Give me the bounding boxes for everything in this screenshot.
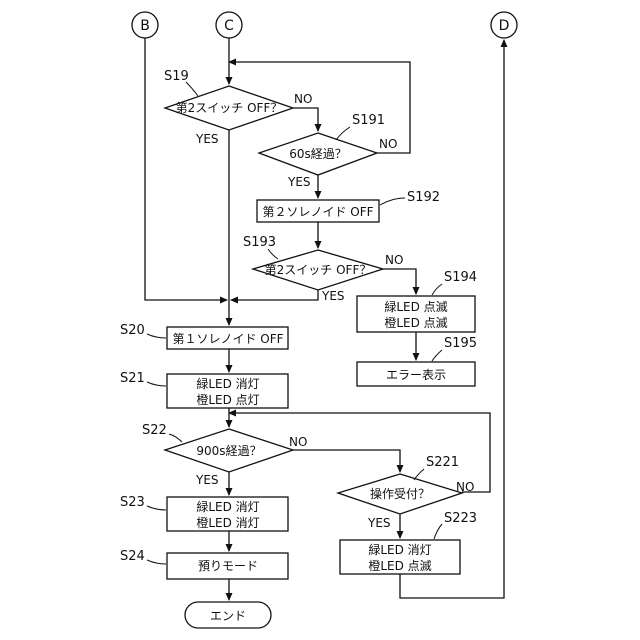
process-s194-line1: 緑LED 点滅	[384, 299, 447, 314]
step-id-s21: S21	[120, 371, 145, 386]
process-s20-text: 第１ソレノイド OFF	[172, 332, 283, 346]
label-s191-no: NO	[379, 137, 397, 151]
leader-s21	[147, 382, 166, 386]
decision-s19-text: 第2スイッチ OFF？	[176, 101, 283, 115]
step-id-s194: S194	[444, 270, 477, 285]
leader-s24	[147, 560, 166, 564]
step-id-s195: S195	[444, 336, 477, 351]
leader-s19	[186, 82, 198, 96]
decision-s221: 操作受付？	[338, 474, 462, 514]
step-id-s193: S193	[243, 235, 276, 250]
process-s20: 第１ソレノイド OFF	[167, 327, 288, 349]
label-s22-no: NO	[289, 435, 307, 449]
process-s195-text: エラー表示	[386, 368, 446, 382]
process-s21: 緑LED 消灯 橙LED 点灯	[167, 374, 288, 408]
connector-b-label: B	[140, 18, 150, 34]
decision-s19: 第2スイッチ OFF？	[165, 86, 293, 130]
leader-s195	[432, 350, 442, 361]
step-id-s19: S19	[164, 69, 189, 84]
connector-b: B	[132, 12, 158, 38]
step-id-s221: S221	[426, 455, 459, 470]
process-s223-line1: 緑LED 消灯	[368, 542, 431, 557]
process-s223-line2: 橙LED 点滅	[368, 558, 431, 573]
leader-s23	[147, 506, 166, 510]
label-s193-yes: YES	[321, 289, 345, 303]
process-s195: エラー表示	[357, 362, 475, 386]
process-s23: 緑LED 消灯 橙LED 消灯	[167, 497, 288, 531]
terminator-end: エンド	[185, 602, 271, 628]
flow-s19-no	[293, 108, 318, 131]
connector-d-label: D	[499, 18, 510, 34]
decision-s191: 60s経過？	[259, 133, 377, 175]
process-s21-line1: 緑LED 消灯	[196, 376, 259, 391]
flow-s193-yes	[231, 290, 318, 300]
decision-s22-text: 900s経過？	[196, 444, 261, 458]
decision-s193: 第2スイッチ OFF？	[253, 250, 383, 290]
flow-s193-no	[383, 269, 416, 294]
process-s223: 緑LED 消灯 橙LED 点滅	[340, 540, 460, 574]
leader-s22	[169, 434, 182, 442]
leader-s223	[434, 524, 442, 539]
leader-s191	[336, 127, 350, 140]
process-s192-text: 第２ソレノイド OFF	[262, 205, 373, 219]
decision-s191-text: 60s経過？	[289, 147, 347, 161]
leader-s20	[147, 334, 166, 338]
leader-s193	[268, 249, 278, 259]
label-s22-yes: YES	[195, 473, 219, 487]
step-id-s192: S192	[407, 190, 440, 205]
step-id-s22: S22	[142, 423, 167, 438]
connector-d: D	[491, 12, 517, 38]
process-s194: 緑LED 点滅 橙LED 点滅	[357, 296, 475, 332]
flow-s22-no	[293, 450, 400, 472]
label-s19-no: NO	[294, 92, 312, 106]
step-id-s191: S191	[352, 113, 385, 128]
label-s221-yes: YES	[367, 516, 391, 530]
process-s24-text: 預りモード	[198, 559, 258, 573]
connector-c: C	[216, 12, 242, 38]
process-s192: 第２ソレノイド OFF	[257, 200, 379, 222]
process-s194-line2: 橙LED 点滅	[384, 315, 447, 330]
label-s19-yes: YES	[195, 132, 219, 146]
step-id-s20: S20	[120, 323, 145, 338]
label-s221-no: NO	[456, 480, 474, 494]
process-s23-line1: 緑LED 消灯	[196, 499, 259, 514]
decision-s193-text: 第2スイッチ OFF？	[265, 263, 372, 277]
label-s193-no: NO	[385, 253, 403, 267]
terminator-end-text: エンド	[210, 609, 246, 623]
process-s23-line2: 橙LED 消灯	[196, 515, 259, 530]
label-s191-yes: YES	[287, 175, 311, 189]
process-s21-line2: 橙LED 点灯	[196, 392, 259, 407]
decision-s221-text: 操作受付？	[370, 486, 430, 501]
leader-s221	[414, 469, 424, 480]
leader-s192	[380, 198, 405, 205]
step-id-s23: S23	[120, 495, 145, 510]
connector-c-label: C	[224, 18, 234, 34]
decision-s22: 900s経過？	[165, 429, 293, 472]
step-id-s24: S24	[120, 549, 145, 564]
step-id-s223: S223	[444, 511, 477, 526]
process-s24: 預りモード	[167, 553, 288, 579]
leader-s194	[432, 284, 442, 295]
